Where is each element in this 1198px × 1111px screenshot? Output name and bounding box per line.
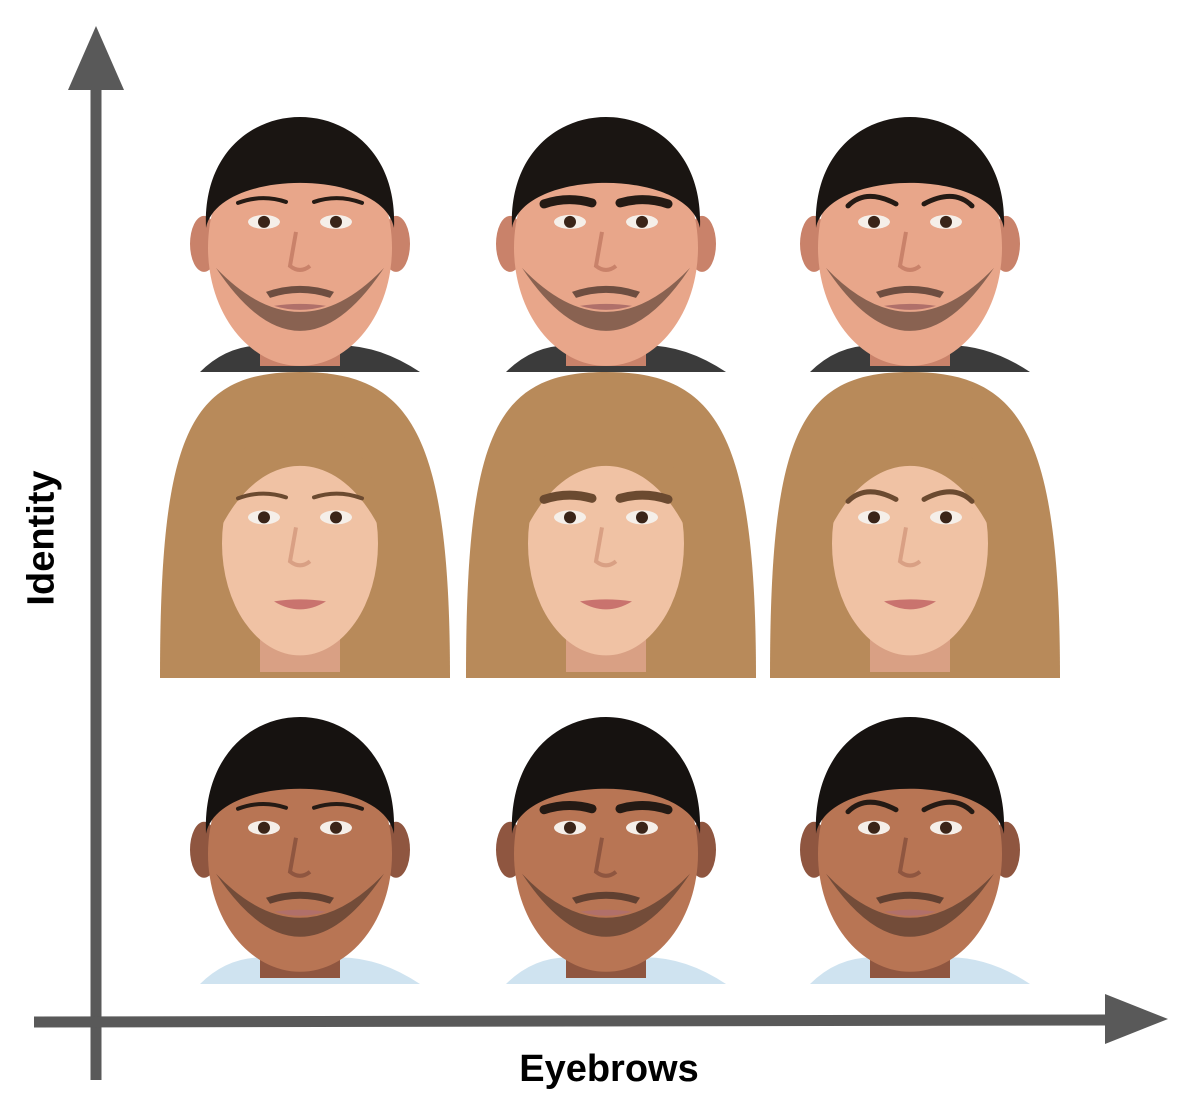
mustache [876,891,944,904]
right-eyebrow [921,193,975,209]
left-eyebrow [539,195,597,209]
nose [593,527,618,568]
y-axis-arrowhead [68,26,124,90]
short-hair [511,116,701,228]
mustache [572,285,640,298]
nose [593,837,618,878]
nose [287,231,312,272]
right-pupil [940,821,952,834]
x-axis-arrowhead [1105,994,1168,1044]
left-pupil [868,215,880,228]
mouth [884,303,936,310]
nose [593,231,618,272]
face-skin [528,431,684,656]
beard [522,873,690,937]
short-hair [511,716,701,834]
left-pupil [564,821,576,834]
nose [897,527,922,568]
left-eyebrow [539,801,597,815]
left-eyebrow [236,802,288,811]
face-skin [222,431,378,656]
right-eyebrow [615,195,673,209]
mouth [274,909,326,916]
mouth [274,303,326,310]
face-portrait [770,372,1060,678]
right-pupil [330,821,342,834]
right-eyebrow [615,490,673,504]
mouth [274,599,326,610]
mouth [580,303,632,310]
left-pupil [868,511,880,524]
right-eyebrow [615,801,673,815]
face-portrait [800,716,1030,984]
short-hair [205,716,395,834]
left-pupil [258,215,270,228]
right-pupil [940,215,952,228]
right-eyebrow [312,802,364,811]
right-pupil [636,821,648,834]
face-portrait [800,116,1030,372]
beard [826,267,994,331]
mouth [580,599,632,610]
hair-fringe [524,419,688,534]
left-eyebrow [539,490,597,504]
right-pupil [330,511,342,524]
nose [287,837,312,878]
left-pupil [564,511,576,524]
left-eyebrow [236,196,288,205]
short-hair [205,116,395,228]
mustache [266,285,334,298]
left-eyebrow [236,491,288,501]
x-axis-label: Eyebrows [519,1048,699,1090]
left-pupil [258,821,270,834]
nose [897,837,922,878]
beard [522,267,690,331]
right-eyebrow [921,489,975,504]
beard [216,873,384,937]
mouth [884,909,936,916]
right-pupil [940,511,952,524]
right-eyebrow [312,491,364,501]
right-eyebrow [921,799,975,815]
face-portrait [466,372,756,678]
mouth [884,599,936,610]
mouth [580,909,632,916]
face-portrait [160,372,450,678]
face-portrait [496,116,726,372]
x-axis-line [33,1014,1111,1028]
left-pupil [868,821,880,834]
face-portrait [496,716,726,984]
left-pupil [564,215,576,228]
hair-fringe [828,419,992,534]
short-hair [815,716,1005,834]
face-skin [832,431,988,656]
short-hair [815,116,1005,228]
mustache [876,285,944,298]
mustache [572,891,640,904]
hair-fringe [218,419,382,534]
beard [216,267,384,331]
left-pupil [258,511,270,524]
left-eyebrow [845,799,899,815]
right-pupil [330,215,342,228]
y-axis-label: Identity [20,470,63,606]
nose [287,527,312,568]
face-portrait [190,116,420,372]
nose [897,231,922,272]
right-pupil [636,511,648,524]
left-eyebrow [845,193,899,209]
face-portrait [190,716,420,984]
mustache [266,891,334,904]
right-pupil [636,215,648,228]
beard [826,873,994,937]
left-eyebrow [845,489,899,504]
right-eyebrow [312,196,364,205]
